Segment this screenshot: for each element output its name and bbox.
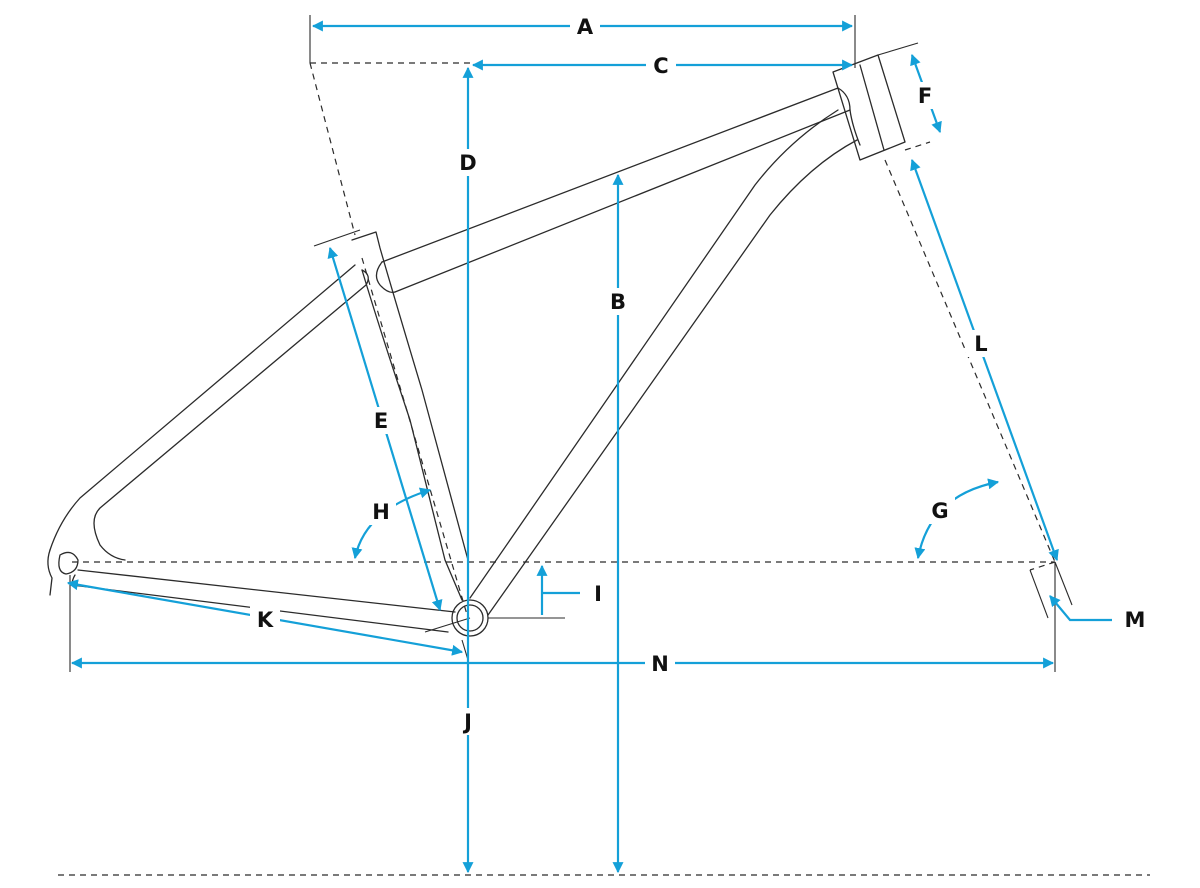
fork-tip-tick-b bbox=[1029, 569, 1049, 619]
fork-offset-line bbox=[1029, 561, 1056, 571]
label-n: N bbox=[651, 652, 669, 676]
head-tube-bottom-line bbox=[904, 141, 931, 151]
label-l: L bbox=[974, 332, 987, 356]
bike-frame bbox=[47, 15, 1073, 672]
down-tube bbox=[469, 109, 858, 616]
label-d: D bbox=[459, 151, 476, 175]
top-tube bbox=[381, 87, 851, 293]
label-b: B bbox=[610, 290, 626, 314]
head-top-tick bbox=[877, 42, 919, 56]
label-i: I bbox=[594, 582, 602, 606]
dimension-m-leader bbox=[1049, 595, 1112, 622]
label-m: M bbox=[1125, 608, 1146, 632]
label-k: K bbox=[257, 608, 274, 632]
reference-lines bbox=[58, 62, 1150, 876]
head-tube bbox=[832, 54, 906, 161]
fork-center-line bbox=[884, 159, 1056, 563]
bb-tick bbox=[424, 617, 471, 633]
dimension-lines bbox=[66, 20, 1112, 874]
dimension-l bbox=[910, 158, 1059, 562]
label-g: G bbox=[931, 499, 948, 523]
rear-dropout bbox=[47, 549, 79, 596]
seat-tube-extension-line bbox=[309, 62, 356, 236]
seat-stay bbox=[49, 264, 369, 561]
seat-post-tick bbox=[313, 229, 361, 247]
label-f: F bbox=[918, 84, 932, 108]
label-e: E bbox=[374, 409, 388, 433]
label-a: A bbox=[577, 15, 594, 39]
dimension-labels: A C D B E F L H G I K M N J bbox=[250, 13, 1145, 735]
label-c: C bbox=[653, 54, 668, 78]
label-h: H bbox=[372, 500, 390, 524]
head-tube-gusset bbox=[837, 87, 861, 146]
label-j: J bbox=[462, 710, 472, 734]
fork-tip-tick-a bbox=[1054, 561, 1073, 606]
